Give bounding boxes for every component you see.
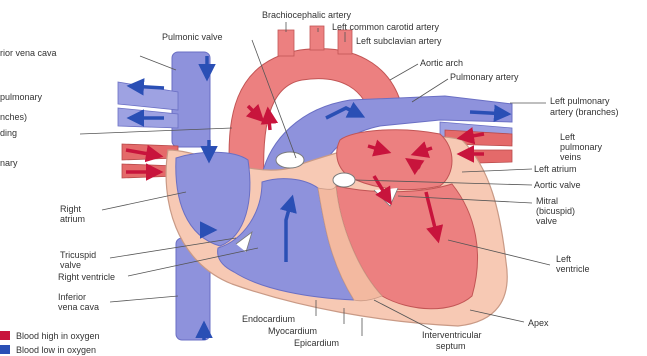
label-apex: Apex <box>528 318 549 328</box>
label-left-pulmonary-veins-3: veins <box>560 152 582 162</box>
left-common-carotid-artery <box>310 26 324 50</box>
label-left-pulmonary-veins-1: Left <box>560 132 576 142</box>
legend-swatch-low-oxygen <box>0 345 10 354</box>
label-right-pulmonary-artery-branches: nches) <box>0 112 27 122</box>
label-left-pulmonary-artery: Left pulmonary <box>550 96 610 106</box>
legend-swatch-high-oxygen <box>0 331 10 340</box>
label-left-pulmonary-artery-branches: artery (branches) <box>550 107 619 117</box>
flow-arrow-red <box>268 110 270 130</box>
label-mitral-valve-1: Mitral <box>536 196 558 206</box>
label-right-ventricle: Right ventricle <box>58 272 115 282</box>
label-fragment-nary: nary <box>0 158 18 168</box>
label-left-ventricle-2: ventricle <box>556 264 590 274</box>
leader-line <box>390 64 418 80</box>
label-aortic-arch: Aortic arch <box>420 58 463 68</box>
label-brachiocephalic-artery: Brachiocephalic artery <box>262 10 352 20</box>
pulmonic-valve <box>276 152 304 168</box>
label-tricuspid-valve-1: Tricuspid <box>60 250 96 260</box>
label-right-atrium-2: atrium <box>60 214 85 224</box>
label-interventricular-septum-1: Interventricular <box>422 330 482 340</box>
label-myocardium: Myocardium <box>268 326 317 336</box>
label-superior-vena-cava: rior vena cava <box>0 48 57 58</box>
brachiocephalic-artery <box>278 30 294 56</box>
label-fragment-ding: ding <box>0 128 17 138</box>
leader-line <box>110 296 178 302</box>
label-inferior-vena-cava-2: vena cava <box>58 302 99 312</box>
label-tricuspid-valve-2: valve <box>60 260 81 270</box>
label-left-common-carotid-artery: Left common carotid artery <box>332 22 440 32</box>
label-pulmonic-valve: Pulmonic valve <box>162 32 223 42</box>
flow-arrow-blue <box>470 112 508 114</box>
label-inferior-vena-cava-1: Inferior <box>58 292 86 302</box>
label-epicardium: Epicardium <box>294 338 339 348</box>
leader-line <box>140 56 176 70</box>
label-left-atrium: Left atrium <box>534 164 577 174</box>
heart-body <box>166 130 507 326</box>
label-right-pulmonary-artery: pulmonary <box>0 92 43 102</box>
label-left-pulmonary-veins-2: pulmonary <box>560 142 603 152</box>
label-pulmonary-artery: Pulmonary artery <box>450 72 519 82</box>
label-mitral-valve-2: (bicuspid) <box>536 206 575 216</box>
label-right-atrium-1: Right <box>60 204 82 214</box>
legend: Blood high in oxygen Blood low in oxygen <box>0 331 100 355</box>
label-endocardium: Endocardium <box>242 314 295 324</box>
legend-label-low-oxygen: Blood low in oxygen <box>16 345 96 355</box>
label-interventricular-septum-2: septum <box>436 341 466 351</box>
label-left-subclavian-artery: Left subclavian artery <box>356 36 442 46</box>
aortic-valve <box>333 173 355 187</box>
label-aortic-valve: Aortic valve <box>534 180 581 190</box>
legend-label-high-oxygen: Blood high in oxygen <box>16 331 100 341</box>
label-left-ventricle-1: Left <box>556 254 572 264</box>
label-mitral-valve-3: valve <box>536 216 557 226</box>
flow-arrow-blue <box>130 86 164 88</box>
